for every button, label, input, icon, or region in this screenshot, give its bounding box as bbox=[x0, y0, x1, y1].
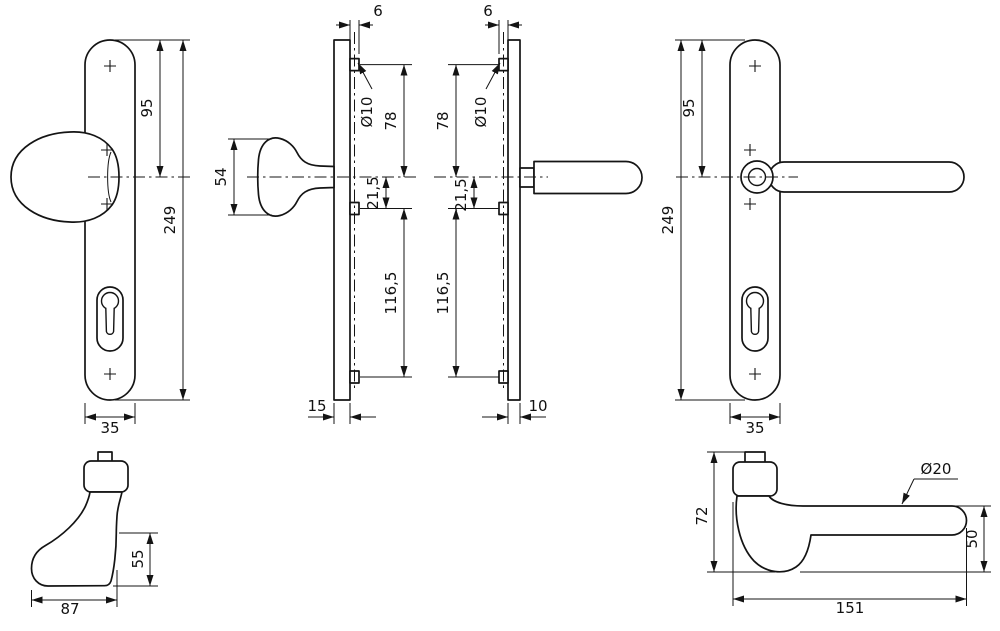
screw-cross-bottom bbox=[104, 368, 116, 380]
dim-249-lever-front: 249 bbox=[659, 40, 745, 401]
view-lever-side: 78 21,5 116,5 Ø10 6 10 bbox=[434, 2, 643, 424]
dim-label-249: 249 bbox=[161, 206, 179, 235]
view-knob-front: 95 249 35 bbox=[10, 39, 190, 437]
dim-label-151: 151 bbox=[836, 599, 865, 617]
view-lever-front: 95 249 35 bbox=[659, 39, 965, 437]
dim-label-15: 15 bbox=[307, 397, 326, 415]
lever-grip-outline bbox=[768, 161, 965, 193]
dim-116-5-lever-side: 116,5 bbox=[434, 208, 460, 377]
lever-base-cap bbox=[732, 461, 778, 497]
dim-label-249: 249 bbox=[659, 206, 677, 235]
knob-outline bbox=[10, 131, 120, 223]
dim-6-knob-side: 6 bbox=[336, 2, 383, 54]
dim-78-knob-side: 78 bbox=[382, 64, 408, 177]
cylinder-keyway bbox=[750, 307, 760, 335]
dim-6-lever-side: 6 bbox=[483, 2, 522, 54]
knob-neck-line bbox=[107, 151, 112, 203]
rose-screw-cross-upper bbox=[101, 144, 113, 156]
dim-label-dia10: Ø10 bbox=[358, 97, 376, 128]
dim-10-lever-side: 10 bbox=[482, 397, 548, 424]
dim-87-knob-top: 87 bbox=[31, 570, 118, 618]
dim-116-5-knob-side: 116,5 bbox=[382, 208, 408, 377]
dim-72-lever-top: 72 bbox=[693, 451, 775, 573]
screw-cross-top bbox=[104, 60, 116, 72]
dim-50-lever-top: 50 bbox=[800, 505, 991, 573]
dim-54-knob-height: 54 bbox=[212, 138, 272, 216]
dim-label-54: 54 bbox=[212, 167, 230, 186]
dim-label-55: 55 bbox=[129, 549, 147, 568]
lever-grip-profile bbox=[533, 160, 643, 195]
dim-21-5-knob-side: 21,5 bbox=[364, 176, 390, 210]
dim-78-lever-side: 78 bbox=[434, 64, 460, 177]
dim-label-87: 87 bbox=[60, 600, 79, 618]
dim-151-lever-top: 151 bbox=[732, 502, 967, 617]
knob-top-outline bbox=[30, 491, 123, 587]
lever-top-outline bbox=[735, 495, 968, 573]
dim-dia20-lever-top: Ø20 bbox=[901, 460, 958, 505]
dim-dia10-knob-side: Ø10 bbox=[357, 62, 376, 128]
dim-label-35: 35 bbox=[745, 419, 764, 437]
dim-label-95: 95 bbox=[680, 98, 698, 117]
cylinder-bore bbox=[745, 291, 765, 311]
dim-label-78: 78 bbox=[382, 111, 400, 130]
dim-15-knob-side: 15 bbox=[307, 397, 376, 424]
dim-95-lever-front: 95 bbox=[675, 39, 745, 177]
dim-35-lever-front: 35 bbox=[729, 403, 781, 437]
knob-base-cap bbox=[83, 460, 129, 493]
dim-label-21-5: 21,5 bbox=[452, 178, 470, 211]
view-knob-top: 55 87 bbox=[30, 451, 158, 618]
cylinder-bore bbox=[100, 291, 120, 311]
dim-label-72: 72 bbox=[693, 506, 711, 525]
rose-screw-cross-lower bbox=[744, 198, 756, 210]
rose-screw-cross-lower bbox=[101, 198, 113, 210]
dim-label-10: 10 bbox=[528, 397, 547, 415]
dim-label-50: 50 bbox=[963, 529, 981, 548]
dim-label-21-5: 21,5 bbox=[364, 176, 382, 209]
dim-label-dia20: Ø20 bbox=[921, 460, 952, 478]
dim-95-knob-front: 95 bbox=[115, 39, 190, 177]
cylinder-keyway bbox=[105, 307, 115, 335]
view-knob-side: 54 78 21,5 116,5 Ø10 6 bbox=[212, 2, 416, 424]
dim-label-78: 78 bbox=[434, 111, 452, 130]
screw-cross-bottom bbox=[749, 368, 761, 380]
dim-55-knob-top: 55 bbox=[113, 532, 158, 587]
dim-21-5-lever-side: 21,5 bbox=[452, 177, 478, 212]
dim-label-116-5: 116,5 bbox=[382, 272, 400, 315]
dim-label-116-5: 116,5 bbox=[434, 272, 452, 315]
dim-label-35: 35 bbox=[100, 419, 119, 437]
dim-label-6: 6 bbox=[373, 2, 383, 20]
dim-label-dia10: Ø10 bbox=[472, 97, 490, 128]
dim-label-6: 6 bbox=[483, 2, 493, 20]
plate-edge bbox=[507, 39, 521, 401]
rose-screw-cross-upper bbox=[744, 144, 756, 156]
dim-35-knob-front: 35 bbox=[84, 403, 136, 437]
plate-edge bbox=[333, 39, 351, 401]
dim-dia10-lever-side: Ø10 bbox=[472, 62, 501, 128]
screw-cross-top bbox=[749, 60, 761, 72]
dim-label-95: 95 bbox=[138, 98, 156, 117]
dim-249-knob-front: 249 bbox=[115, 40, 190, 401]
view-lever-top: 72 50 Ø20 151 bbox=[693, 451, 991, 617]
